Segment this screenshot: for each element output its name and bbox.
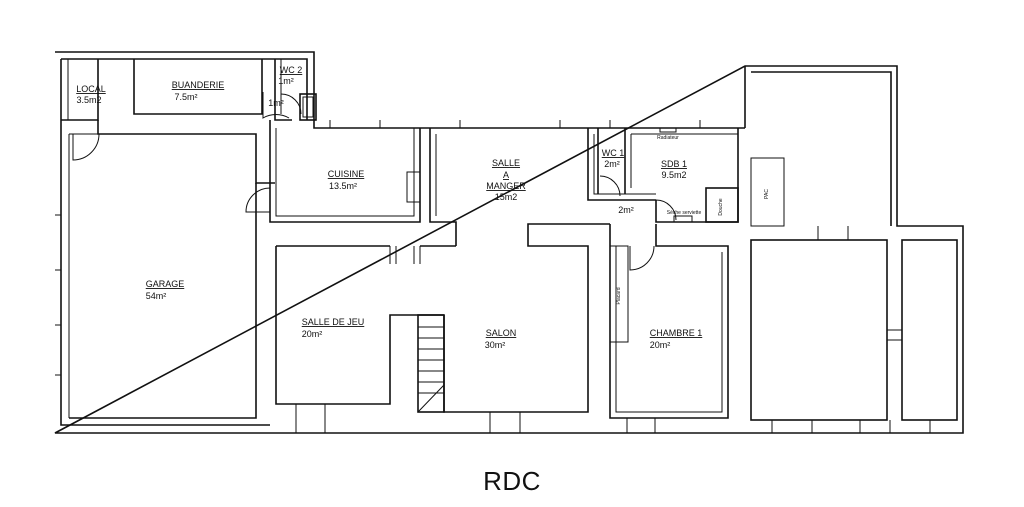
doors	[72, 92, 677, 271]
fixture-labels: Radiateur Douche Sèche serviette Placard…	[616, 135, 770, 304]
local-name: LOCAL	[76, 84, 106, 94]
garage-area: 54m²	[146, 291, 167, 301]
salon-name: SALON	[486, 328, 517, 338]
salle-walls	[275, 128, 610, 413]
wc2-name: WC 2	[280, 65, 303, 75]
sdb1-name: SDB 1	[661, 159, 687, 169]
plan-title: RDC	[483, 466, 541, 496]
placard-label: Placard	[616, 287, 622, 304]
chambre1-name: CHAMBRE 1	[650, 328, 703, 338]
wc1-area: 2m²	[604, 159, 620, 169]
radiateur-label: Radiateur	[657, 135, 679, 141]
passage1-area: 1m²	[268, 98, 284, 108]
outer-walls	[54, 51, 964, 434]
cuisine-walls	[269, 120, 421, 223]
window-marks	[55, 120, 931, 433]
right-block-walls	[750, 157, 958, 421]
service-walls	[61, 58, 292, 419]
pac-label: PAC	[764, 189, 770, 199]
sam-name1: SALLE	[492, 158, 520, 168]
seche-serviette-label: Sèche serviette	[667, 210, 702, 216]
sam-name3: MANGER	[486, 181, 526, 191]
cuisine-name: CUISINE	[328, 169, 365, 179]
buanderie-area: 7.5m²	[174, 92, 197, 102]
garage-name: GARAGE	[146, 279, 185, 289]
salle-de-jeu-area: 20m²	[302, 329, 323, 339]
salon-area: 30m²	[485, 340, 506, 350]
salle-de-jeu-name: SALLE DE JEU	[302, 317, 365, 327]
vent-inner	[302, 96, 314, 118]
room-labels: LOCAL 3.5m2 BUANDERIE 7.5m² WC 2 1m² 1m²…	[76, 65, 702, 350]
wc1-name: WC 1	[602, 148, 625, 158]
buanderie-name: BUANDERIE	[172, 80, 225, 90]
douche-label: Douche	[718, 198, 724, 215]
chambre1-area: 20m²	[650, 340, 671, 350]
chambre-walls	[609, 224, 729, 419]
wc2-area: 1m²	[278, 76, 294, 86]
local-area: 3.5m2	[76, 95, 101, 105]
passage2-area: 2m²	[618, 205, 634, 215]
sam-area: 15m2	[495, 192, 518, 202]
cuisine-area: 13.5m²	[329, 181, 357, 191]
sdb1-area: 9.5m2	[661, 170, 686, 180]
bath-walls	[587, 127, 739, 223]
sam-name2: A	[503, 170, 509, 180]
stairs	[417, 314, 445, 413]
